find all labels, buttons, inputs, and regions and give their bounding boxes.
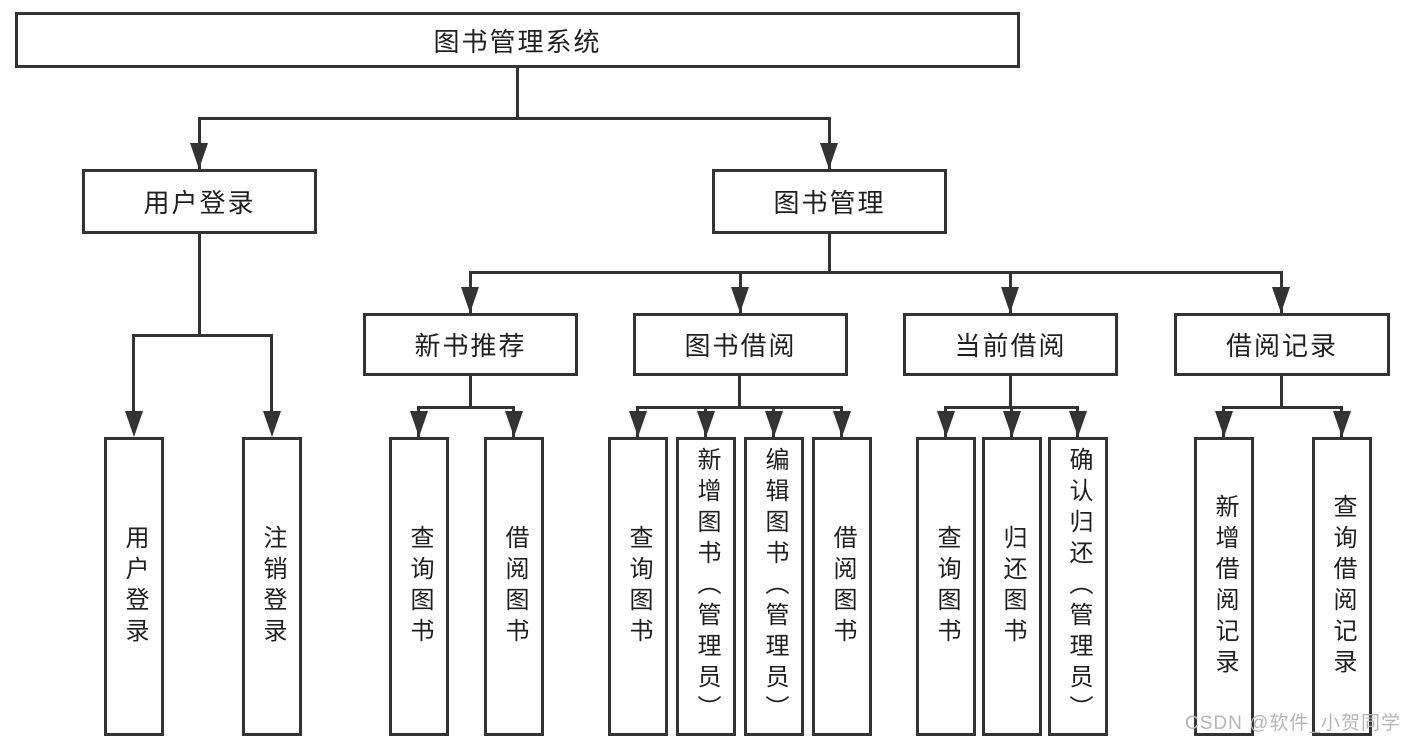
leaf-label: 查询图书 xyxy=(933,524,960,649)
connector-line xyxy=(270,334,273,412)
connector-line xyxy=(1280,376,1283,406)
leaf-edit-books-admin: 编辑图书（管理员） xyxy=(744,437,804,736)
leaf-label: 查询图书 xyxy=(406,524,433,649)
node-label: 图书管理系统 xyxy=(433,26,602,57)
leaf-query-books-borrowing: 查询图书 xyxy=(608,437,668,736)
leaf-return-books: 归还图书 xyxy=(982,437,1042,736)
arrowhead-icon xyxy=(937,411,955,437)
node-current-borrowing: 当前借阅 xyxy=(903,313,1118,376)
node-borrow-records: 借阅记录 xyxy=(1174,313,1390,376)
csdn-watermark: CSDN @软件_小贺同学 xyxy=(1185,713,1401,734)
arrowhead-icon xyxy=(190,143,208,169)
arrowhead-icon xyxy=(765,411,783,437)
leaf-add-books-admin: 新增图书（管理员） xyxy=(676,437,736,736)
node-book-management: 图书管理 xyxy=(712,169,947,234)
leaf-add-borrow-record: 新增借阅记录 xyxy=(1194,437,1254,736)
leaf-label: 用户登录 xyxy=(121,524,148,649)
arrowhead-icon xyxy=(1001,287,1019,313)
connector-line xyxy=(419,406,515,409)
connector-line xyxy=(1009,376,1012,406)
connector-line xyxy=(1224,406,1342,409)
connector-line xyxy=(198,234,201,334)
arrowhead-icon xyxy=(697,411,715,437)
node-user-login: 用户登录 xyxy=(82,169,317,234)
leaf-label: 新增借阅记录 xyxy=(1211,493,1238,680)
node-new-book-recommend: 新书推荐 xyxy=(363,313,578,376)
node-library-management-system: 图书管理系统 xyxy=(15,12,1020,68)
leaf-confirm-return-admin: 确认归还（管理员） xyxy=(1048,437,1108,736)
leaf-query-books-current: 查询图书 xyxy=(916,437,976,736)
node-label: 新书推荐 xyxy=(414,331,527,361)
connector-line xyxy=(199,117,831,120)
leaf-user-login: 用户登录 xyxy=(104,437,164,736)
arrowhead-icon xyxy=(1069,411,1087,437)
connector-line xyxy=(828,234,831,274)
node-label: 当前借阅 xyxy=(954,331,1067,361)
arrowhead-icon xyxy=(1333,411,1351,437)
arrowhead-icon xyxy=(820,143,838,169)
connector-line xyxy=(132,334,135,412)
arrowhead-icon xyxy=(1272,287,1290,313)
arrowhead-icon xyxy=(505,411,523,437)
connector-line xyxy=(133,334,273,337)
node-label: 图书借阅 xyxy=(684,331,797,361)
leaf-label: 编辑图书（管理员） xyxy=(761,447,788,726)
leaf-borrow-books-recommend: 借阅图书 xyxy=(484,437,544,736)
node-label: 图书管理 xyxy=(773,188,886,218)
leaf-label: 查询借阅记录 xyxy=(1329,493,1356,680)
arrowhead-icon xyxy=(125,411,143,437)
arrowhead-icon xyxy=(1215,411,1233,437)
connector-line xyxy=(469,271,1282,274)
leaf-query-books-recommend: 查询图书 xyxy=(389,437,449,736)
arrowhead-icon xyxy=(1003,411,1021,437)
arrowhead-icon xyxy=(629,411,647,437)
node-book-borrowing: 图书借阅 xyxy=(633,313,848,376)
leaf-query-borrow-record: 查询借阅记录 xyxy=(1312,437,1372,736)
leaf-label: 新增图书（管理员） xyxy=(693,447,720,726)
leaf-label: 查询图书 xyxy=(625,524,652,649)
arrowhead-icon xyxy=(731,287,749,313)
connector-line xyxy=(738,376,741,406)
leaf-label: 归还图书 xyxy=(999,524,1026,649)
leaf-label: 确认归还（管理员） xyxy=(1065,447,1092,726)
arrowhead-icon xyxy=(461,287,479,313)
leaf-label: 借阅图书 xyxy=(829,524,856,649)
connector-line xyxy=(638,406,843,409)
connector-line xyxy=(516,68,519,118)
arrowhead-icon xyxy=(833,411,851,437)
node-label: 借阅记录 xyxy=(1225,331,1338,361)
connector-line xyxy=(469,376,472,408)
leaf-label: 借阅图书 xyxy=(501,524,528,649)
arrowhead-icon xyxy=(410,411,428,437)
leaf-borrow-books: 借阅图书 xyxy=(812,437,872,736)
leaf-label: 注销登录 xyxy=(259,524,286,649)
leaf-logout: 注销登录 xyxy=(242,437,302,736)
node-label: 用户登录 xyxy=(143,188,256,218)
arrowhead-icon xyxy=(263,411,281,437)
